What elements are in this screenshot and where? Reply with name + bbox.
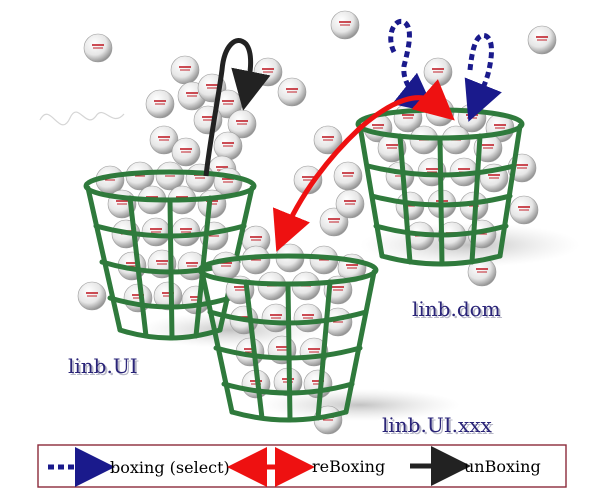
svg-text:linb.UI.xxx: linb.UI.xxx (384, 415, 495, 439)
label-linb-ui: linb.UI linb.UI (68, 354, 140, 380)
svg-text:linb.UI: linb.UI (70, 356, 140, 380)
svg-text:linb.dom: linb.dom (414, 299, 503, 323)
boxing-arrow-2 (464, 33, 502, 122)
svg-text:linb.dom: linb.dom (412, 297, 501, 321)
svg-text:linb.UI.xxx: linb.UI.xxx (382, 413, 493, 437)
legend-reboxing-label: reBoxing (312, 457, 385, 476)
label-linb-dom: linb.dom linb.dom (412, 297, 503, 323)
basket-linb-ui (83, 161, 257, 341)
basket-shadow (260, 389, 460, 421)
boxing-arrow-1 (388, 19, 436, 114)
unboxing-arrow (203, 38, 271, 177)
label-linb-ui-xxx: linb.UI.xxx linb.UI.xxx (382, 413, 495, 439)
basket-linb-ui-xxx (197, 243, 379, 423)
signature-watermark (39, 111, 125, 126)
basket-frame (197, 253, 379, 423)
svg-text:linb.UI: linb.UI (68, 354, 138, 378)
reboxing-arrow (272, 79, 455, 252)
legend-boxing-label: boxing (select) (110, 458, 230, 477)
legend: boxing (select) reBoxing unBoxing (37, 444, 567, 488)
legend-unboxing-label: unBoxing (464, 457, 541, 476)
